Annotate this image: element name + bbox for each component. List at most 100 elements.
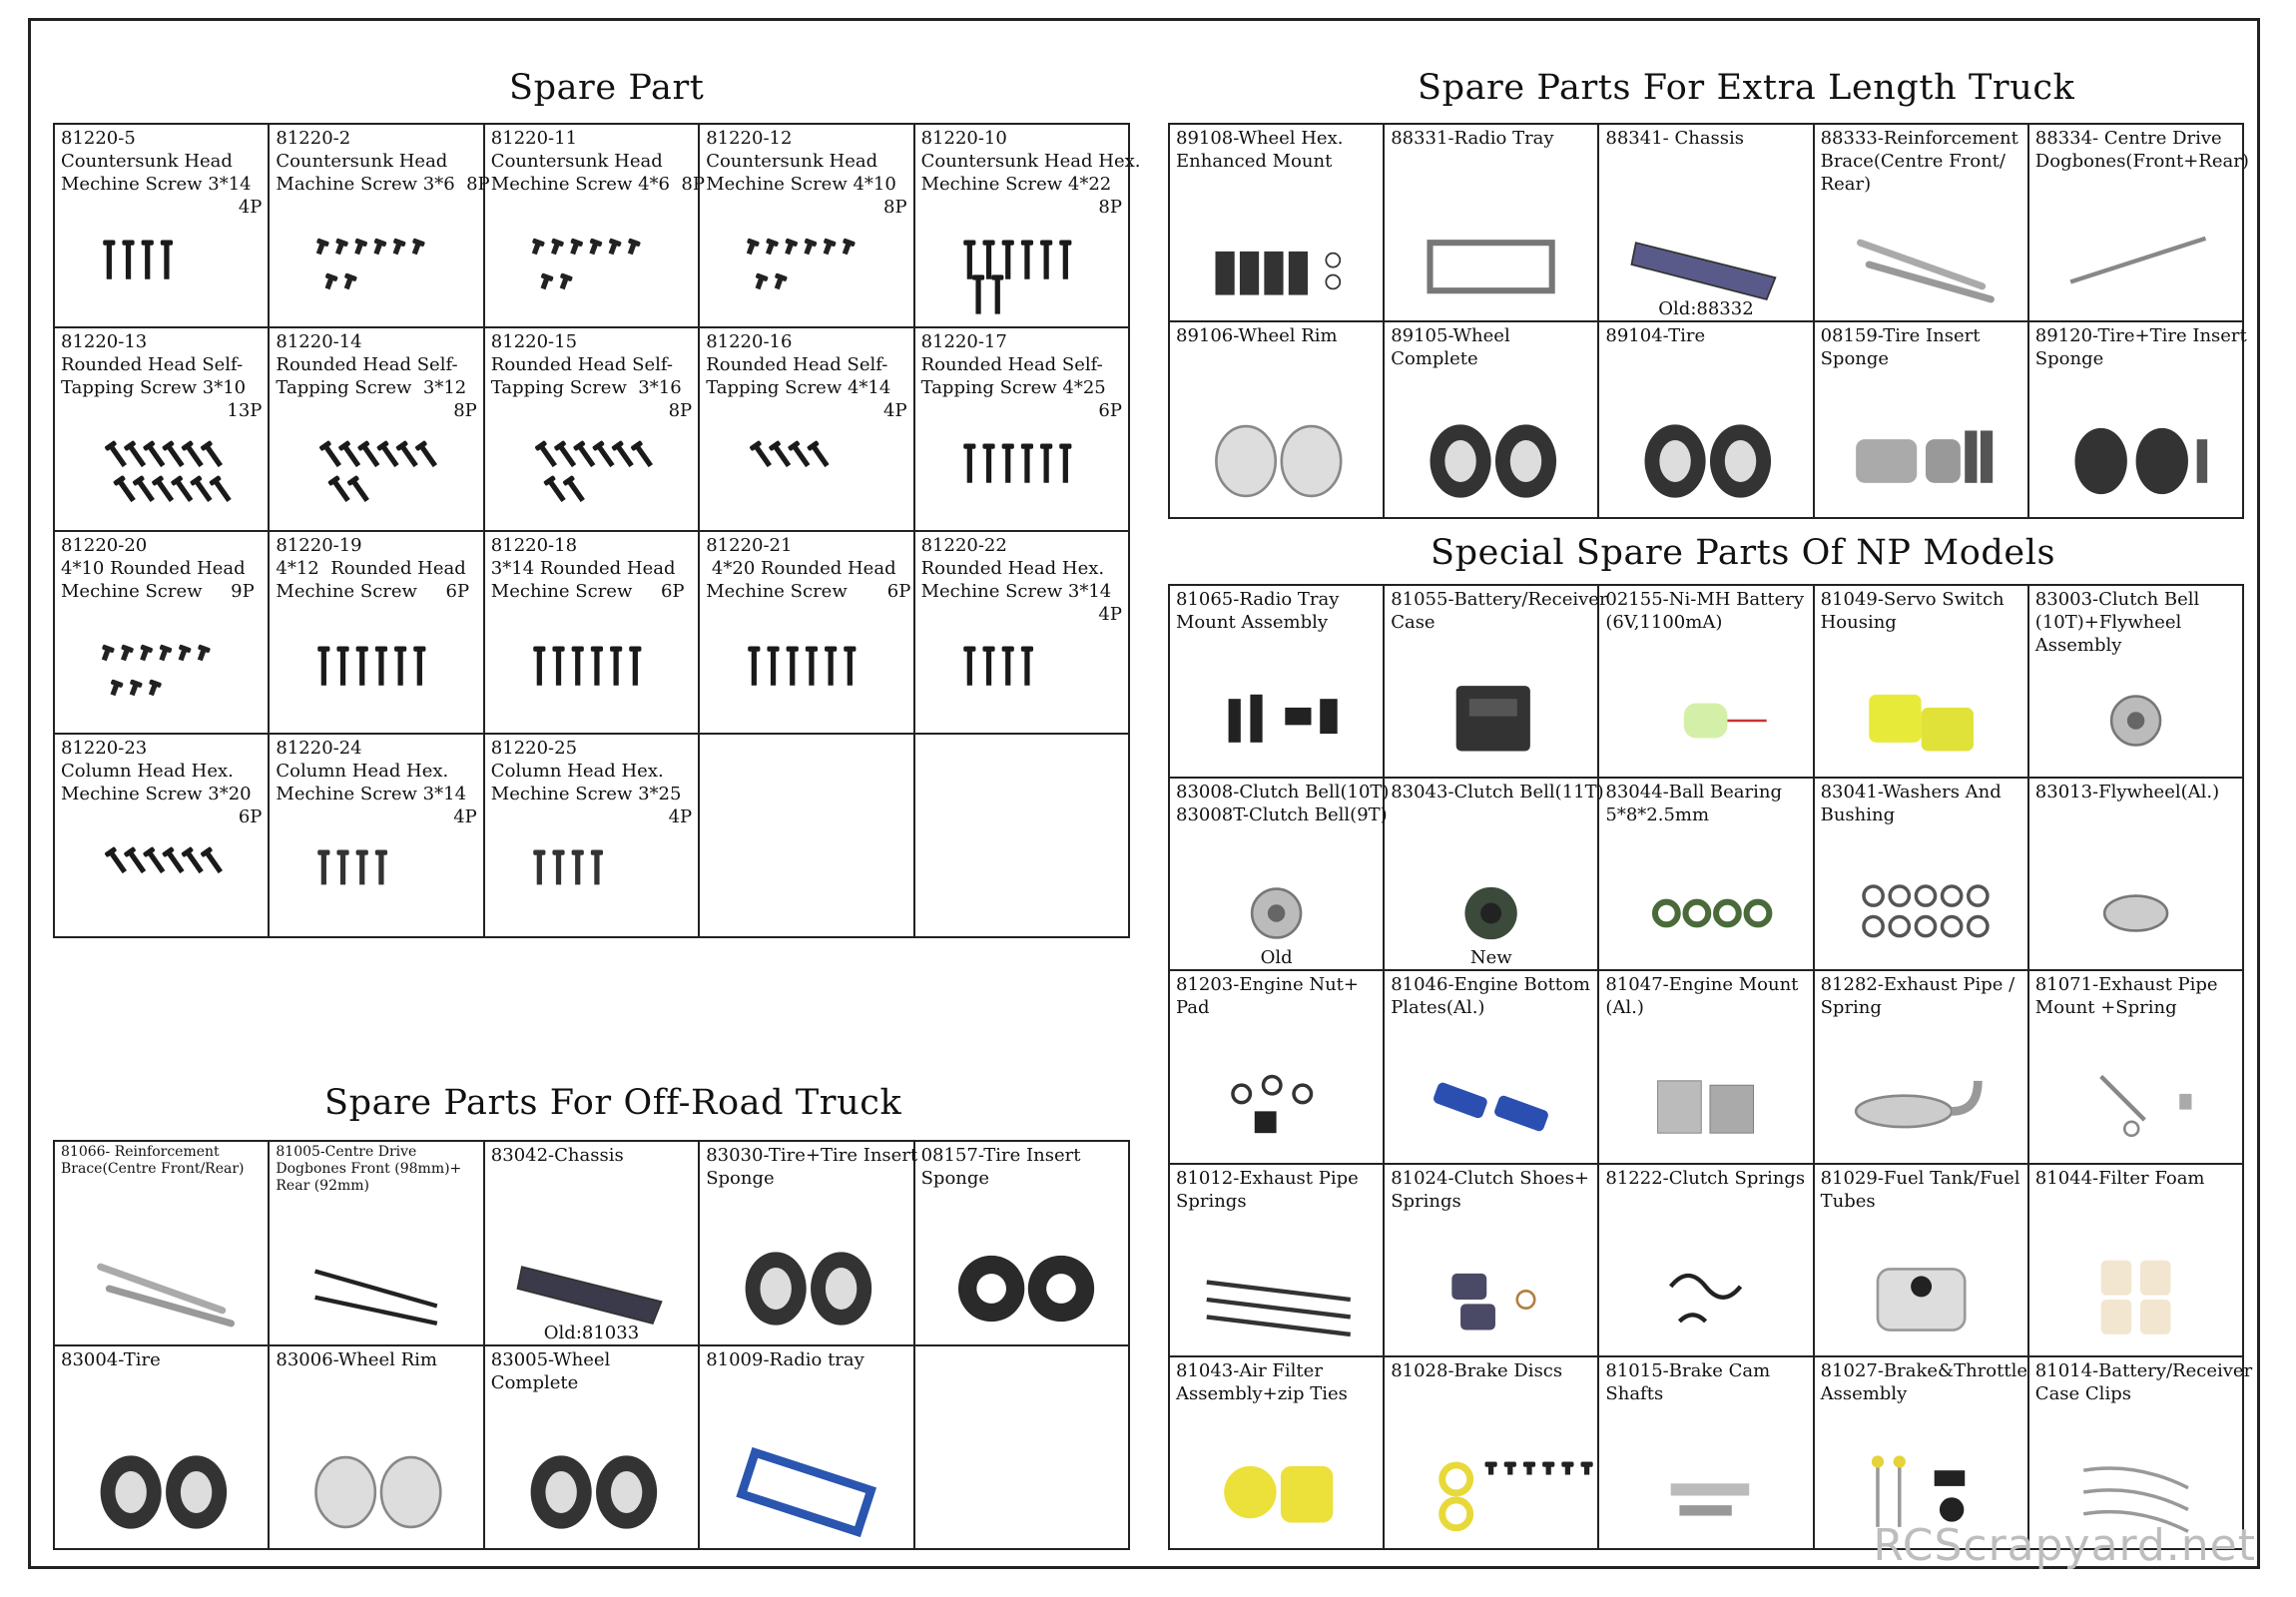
part-description: Mechine Screw 4*22 [920, 174, 1112, 195]
part-photo [55, 223, 268, 318]
part-description: Mechine Screw 4*6 8P [490, 174, 705, 195]
part-number: 88331-Radio Tray [1391, 128, 1554, 149]
part-photo [55, 832, 268, 928]
part-label: 88331-Radio Tray [1391, 127, 1591, 150]
part-description: Plates(Al.) [1391, 997, 1485, 1019]
part-photo [1385, 217, 1597, 312]
part-description: Case [1391, 612, 1435, 633]
part-photo [485, 1241, 698, 1336]
part-number: 88334- Centre Drive [2034, 128, 2222, 149]
part-label: 83013-Flywheel(Al.) [2035, 781, 2236, 803]
part-description: Complete [1391, 347, 1478, 369]
part-number: 81012-Exhaust Pipe [1176, 1167, 1359, 1189]
part-label: 83008-Clutch Bell(10T)83008T-Clutch Bell… [1176, 781, 1390, 826]
part-description: Housing [1820, 612, 1897, 633]
np-model-cell: 81203-Engine Nut+Pad [1170, 971, 1386, 1165]
part-number: 81043-Air Filter [1176, 1359, 1323, 1381]
part-photo [1815, 1059, 2027, 1155]
part-photo [1170, 673, 1383, 769]
part-number: 81015-Brake Cam [1605, 1359, 1771, 1381]
part-description: 3*14 Rounded Head [490, 557, 676, 579]
part-number: 81220-11 [490, 128, 578, 149]
part-photo [1815, 865, 2027, 961]
part-number: 81282-Exhaust Pipe / [1820, 974, 2015, 996]
part-number: 81046-Engine Bottom [1391, 974, 1590, 996]
part-photo [485, 223, 698, 318]
part-photo [1385, 865, 1597, 961]
np-model-cell: 81028-Brake Discs [1385, 1356, 1600, 1550]
part-photo [1170, 413, 1383, 509]
np-model-cell: 81024-Clutch Shoes+Springs [1385, 1164, 1600, 1357]
part-photo [700, 223, 912, 318]
part-description: Brace(Centre Front/ [1820, 151, 2006, 172]
part-description: (Al.) [1605, 997, 1644, 1019]
part-number: 81049-Servo Switch [1820, 589, 2005, 610]
part-description: Rounded Head Self- [706, 353, 888, 375]
part-number: 81029-Fuel Tank/Fuel [1820, 1167, 2020, 1189]
part-description: Spring [1820, 997, 1882, 1019]
offroad-cell: 83006-Wheel Rim [270, 1345, 485, 1550]
part-number: 83003-Clutch Bell [2034, 589, 2200, 610]
part-photo [485, 426, 698, 522]
part-photo [55, 426, 268, 522]
part-quantity: 8P [1098, 197, 1122, 218]
part-number: 08157-Tire Insert [920, 1145, 1081, 1166]
part-description: Assembly+zip Ties [1176, 1382, 1348, 1404]
part-label: 81222-Clutch Springs [1605, 1167, 1806, 1190]
extra-length-cell: 89104-Tire [1599, 321, 1815, 519]
part-photo [1599, 1444, 1812, 1540]
part-description: Column Head Hex. [61, 761, 234, 783]
part-description: Case Clips [2034, 1382, 2131, 1404]
part-number: 81220-2 [276, 128, 351, 149]
part-label: 89104-Tire [1605, 324, 1806, 347]
part-number: 89108-Wheel Hex. [1176, 128, 1344, 149]
part-number: 89106-Wheel Rim [1176, 324, 1338, 346]
part-number: 83030-Tire+Tire Insert [706, 1145, 918, 1166]
part-description: Mechine Screw 3*20 [61, 784, 252, 805]
part-photo [1815, 1252, 2027, 1347]
part-note: Old [1260, 947, 1293, 969]
part-number: 83008-Clutch Bell(10T) [1176, 782, 1390, 803]
part-number: 81024-Clutch Shoes+ [1391, 1167, 1590, 1189]
np-model-cell: 81044-Filter Foam [2028, 1164, 2244, 1357]
part-description: Rounded Head Self- [61, 353, 244, 375]
part-photo [2029, 1252, 2242, 1347]
part-number: 81047-Engine Mount [1605, 974, 1799, 996]
part-description: Sponge [706, 1168, 775, 1189]
part-photo [55, 1241, 268, 1336]
np-model-cell: 02155-Ni-MH Battery(6V,1100mA) [1599, 586, 1815, 780]
part-label: 88341- Chassis [1605, 127, 1806, 150]
part-description: Rounded Head Hex. [920, 557, 1105, 579]
part-description: Shafts [1605, 1382, 1664, 1404]
part-label: 83043-Clutch Bell(11T) [1391, 781, 1603, 803]
part-description: Complete [490, 1371, 579, 1393]
part-description: Springs [1391, 1190, 1461, 1212]
part-photo [1815, 413, 2027, 509]
part-photo [1385, 413, 1597, 509]
part-note: New [1469, 947, 1512, 969]
